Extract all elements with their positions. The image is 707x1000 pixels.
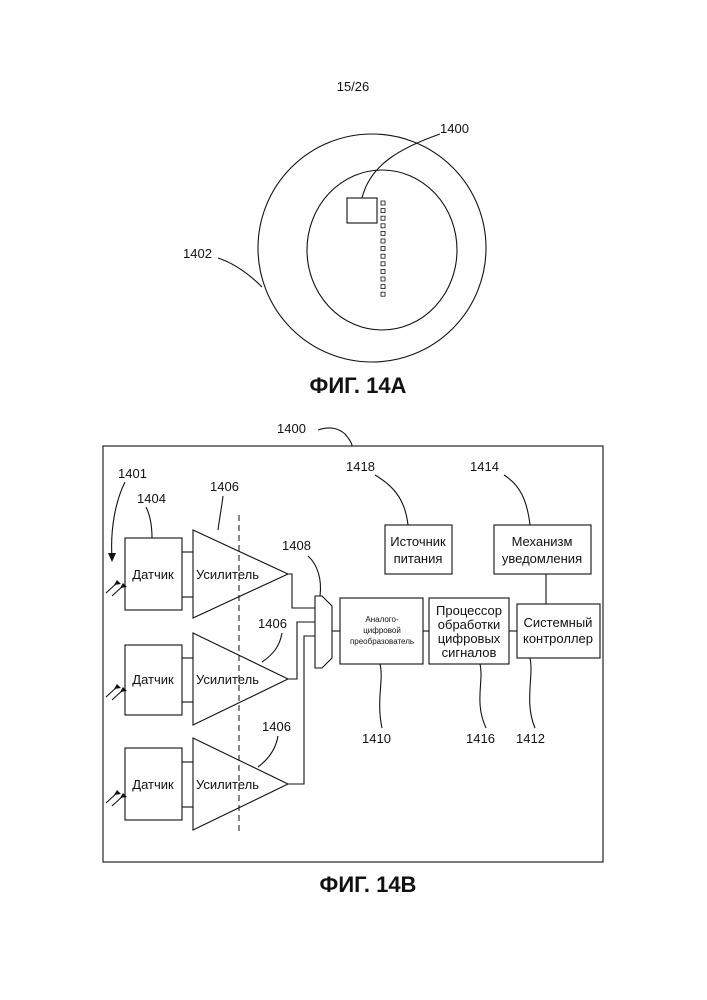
- fig-14a: 1400 1402 ФИГ. 14А: [183, 121, 486, 398]
- wire-amp2-mux: [288, 622, 315, 679]
- leader-1404: [146, 507, 152, 538]
- ref-1400-a: 1400: [440, 121, 469, 136]
- notify-label-line-1: Механизм: [512, 534, 573, 549]
- dsp-label-line-4: сигналов: [442, 645, 497, 660]
- ref-1400-b: 1400: [277, 421, 306, 436]
- ref-1412: 1412: [516, 731, 545, 746]
- dsp-label-line-3: цифровых: [438, 631, 501, 646]
- sensor-dot: [381, 201, 385, 205]
- channel-3: Датчик Усилитель 1406: [106, 719, 291, 830]
- power-label-line-1: Источник: [390, 534, 446, 549]
- ref-1410: 1410: [362, 731, 391, 746]
- fig-14a-title: ФИГ. 14А: [310, 373, 407, 398]
- page-number: 15/26: [337, 79, 370, 94]
- device-frame: [103, 446, 603, 862]
- sensor-dot: [381, 254, 385, 258]
- ref-1406-3: 1406: [262, 719, 291, 734]
- sensor-3-label: Датчик: [132, 777, 174, 792]
- sensor-dot: [381, 292, 385, 296]
- leader-1400a: [362, 134, 440, 198]
- multiplexer: [315, 596, 332, 668]
- leader-1400b: [318, 428, 352, 446]
- outer-ring: [258, 134, 486, 362]
- amplifier-2-label: Усилитель: [196, 672, 259, 687]
- ref-1406-1: 1406: [210, 479, 239, 494]
- leader-1410: [380, 664, 382, 728]
- sensor-dot: [381, 262, 385, 266]
- ref-1416: 1416: [466, 731, 495, 746]
- ref-1408: 1408: [282, 538, 311, 553]
- sensor-dot: [381, 239, 385, 243]
- leader-1406-2: [262, 633, 282, 662]
- sensor-dot: [381, 247, 385, 251]
- ref-1414: 1414: [470, 459, 499, 474]
- controller-label-line-2: контроллер: [523, 631, 593, 646]
- leader-1402: [218, 258, 262, 287]
- sensor-dot: [381, 269, 385, 273]
- sensor-dot: [381, 209, 385, 213]
- adc-label-line-3: преобразователь: [350, 637, 414, 646]
- channel-2: Датчик Усилитель 1406: [106, 616, 288, 725]
- ref-1406-2: 1406: [258, 616, 287, 631]
- leader-1408: [308, 556, 321, 596]
- device-chip: [347, 198, 377, 223]
- inner-circle: [307, 170, 457, 330]
- amplifier-1-label: Усилитель: [196, 567, 259, 582]
- leader-1416: [480, 664, 486, 728]
- adc-label-line-1: Аналого-: [365, 615, 399, 624]
- adc-label-line-2: цифровой: [363, 626, 401, 635]
- controller-label-line-1: Системный: [524, 615, 593, 630]
- leader-1418: [375, 475, 408, 525]
- notify-label-line-2: уведомления: [502, 551, 582, 566]
- leader-1401: [112, 482, 125, 558]
- dsp-label-line-2: обработки: [438, 617, 500, 632]
- ref-1401: 1401: [118, 466, 147, 481]
- sensor-2-label: Датчик: [132, 672, 174, 687]
- channel-1: Датчик Усилитель 1406: [106, 479, 288, 618]
- leader-1412: [530, 658, 535, 728]
- sensor-dot: [381, 216, 385, 220]
- wire-amp3-mux: [288, 636, 315, 784]
- dsp-label-line-1: Процессор: [436, 603, 502, 618]
- fig-14b: 1400 1401 1404 Датчик Усилитель 1406: [103, 421, 603, 897]
- light-icon-2: [106, 684, 127, 700]
- light-icon-1: [106, 580, 127, 596]
- power-block: [385, 525, 452, 574]
- wire-amp1-mux: [288, 574, 315, 608]
- ref-1402: 1402: [183, 246, 212, 261]
- sensor-dot: [381, 224, 385, 228]
- sensor-1-label: Датчик: [132, 567, 174, 582]
- light-icon-3: [106, 790, 127, 806]
- sensor-dot: [381, 231, 385, 235]
- notify-block: [494, 525, 591, 574]
- ref-1404: 1404: [137, 491, 166, 506]
- arrow-head-1401: [108, 553, 116, 562]
- power-label-line-2: питания: [394, 551, 443, 566]
- leader-1406-3: [258, 736, 278, 767]
- leader-1414: [504, 475, 530, 525]
- sensor-dot: [381, 277, 385, 281]
- sensor-dot: [381, 285, 385, 289]
- fig-14b-title: ФИГ. 14В: [320, 872, 417, 897]
- leader-1406-1: [218, 496, 223, 530]
- ref-1418: 1418: [346, 459, 375, 474]
- sensor-array-dots: [381, 201, 385, 296]
- amplifier-3-label: Усилитель: [196, 777, 259, 792]
